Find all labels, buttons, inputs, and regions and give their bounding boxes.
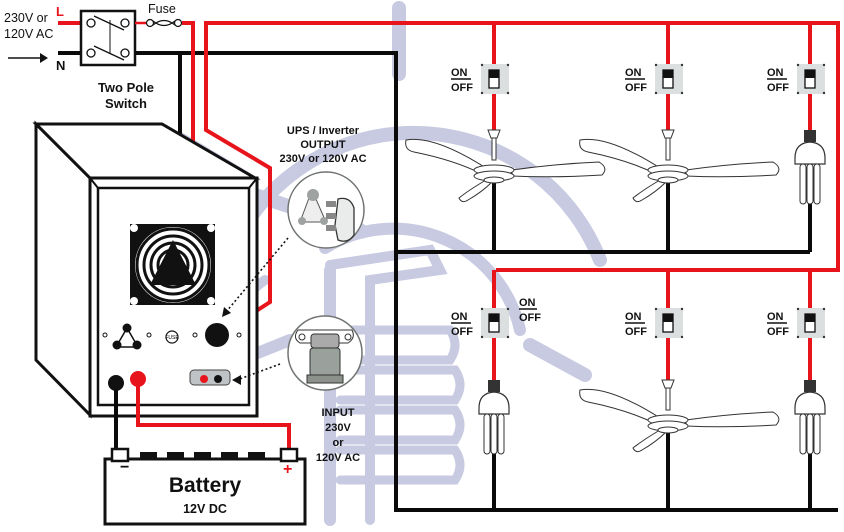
switch-on-label: ON bbox=[451, 67, 468, 79]
ups-input-label-line3: or bbox=[333, 437, 345, 449]
switch-off-label: OFF bbox=[451, 82, 473, 94]
switch-title-line1: Two Pole bbox=[98, 80, 154, 95]
live-label: L bbox=[56, 4, 64, 19]
wall-switch[interactable] bbox=[480, 307, 510, 339]
load-branch-top-2: ON OFF bbox=[579, 23, 780, 252]
stray-on-label: ON bbox=[519, 297, 536, 309]
ups-input-label-line4: 120V AC bbox=[316, 452, 360, 464]
switch-off-label: OFF bbox=[451, 326, 473, 338]
ups-battery-negative-terminal bbox=[108, 375, 124, 391]
ups-input-inlet-callout-icon bbox=[287, 315, 363, 391]
top-row-loads: ON OFF ON OFF ON OFF bbox=[405, 23, 826, 252]
cfl-bulb-icon bbox=[794, 380, 826, 455]
ups-output-plug-callout-icon bbox=[287, 171, 365, 249]
wall-switch[interactable] bbox=[796, 307, 826, 339]
cfl-bulb-icon bbox=[478, 380, 510, 455]
fuse-label: Fuse bbox=[148, 2, 176, 16]
battery bbox=[103, 447, 307, 526]
supply-voltage-line1: 230V or bbox=[4, 11, 48, 25]
switch-on-label: ON bbox=[625, 67, 642, 79]
load-branch-bottom-1: ON OFF bbox=[451, 270, 510, 510]
switch-off-label: OFF bbox=[625, 326, 647, 338]
load-branch-top-1: ON OFF bbox=[405, 23, 606, 252]
callout-pointer-input bbox=[236, 363, 281, 381]
ups-output-terminal bbox=[205, 323, 229, 347]
battery-negative-sign: − bbox=[120, 459, 129, 476]
ups-input-label-line2: 230V bbox=[325, 422, 351, 434]
load-branch-bottom-2: ON OFF bbox=[579, 270, 780, 510]
neutral-bus bbox=[135, 51, 838, 512]
wall-switch[interactable] bbox=[654, 307, 684, 339]
battery-title: Battery bbox=[169, 474, 242, 497]
ups-battery-positive-terminal bbox=[130, 371, 146, 387]
stray-off-label: OFF bbox=[519, 312, 541, 324]
bottom-row-loads: ON OFF ON OFF ON OFF bbox=[451, 270, 826, 510]
ups-input-inlet bbox=[189, 369, 231, 386]
wall-switch[interactable] bbox=[480, 63, 510, 95]
wall-switch[interactable] bbox=[796, 63, 826, 95]
battery-voltage: 12V DC bbox=[183, 502, 227, 516]
switch-on-label: ON bbox=[767, 67, 784, 79]
ups-output-label-line1: UPS / Inverter bbox=[287, 125, 360, 137]
ups-input-label-line1: INPUT bbox=[322, 407, 355, 419]
neutral-label: N bbox=[56, 58, 65, 73]
switch-off-label: OFF bbox=[767, 326, 789, 338]
ups-cooling-fan-icon bbox=[130, 224, 215, 305]
ups-output-label-line3: 230V or 120V AC bbox=[279, 153, 366, 165]
ups-fuse-holder-icon bbox=[165, 330, 179, 344]
switch-on-label: ON bbox=[625, 311, 642, 323]
wall-switch[interactable] bbox=[654, 63, 684, 95]
supply-voltage-line2: 120V AC bbox=[4, 27, 53, 41]
two-pole-switch[interactable] bbox=[79, 9, 137, 67]
ups-fuse-label: FUSE bbox=[165, 335, 179, 341]
switch-off-label: OFF bbox=[625, 82, 647, 94]
fuse-icon[interactable] bbox=[135, 18, 183, 28]
switch-off-label: OFF bbox=[767, 82, 789, 94]
load-branch-top-3: ON OFF bbox=[767, 23, 826, 252]
switch-on-label: ON bbox=[767, 311, 784, 323]
ceiling-fan-icon bbox=[579, 379, 780, 453]
load-branch-bottom-3: ON OFF bbox=[767, 270, 826, 510]
switch-on-label: ON bbox=[451, 311, 468, 323]
ups-output-label-line2: OUTPUT bbox=[300, 139, 346, 151]
ceiling-fan-icon bbox=[405, 129, 606, 203]
ceiling-fan-icon bbox=[579, 129, 780, 203]
ups-output-socket-icon bbox=[102, 323, 152, 350]
cfl-bulb-icon bbox=[794, 130, 826, 205]
battery-positive-sign: + bbox=[283, 461, 292, 478]
supply-arrow-icon bbox=[8, 53, 48, 63]
ups-inverter-unit: FUSE bbox=[32, 120, 261, 419]
switch-title-line2: Switch bbox=[105, 96, 147, 111]
ups-output-live-bus bbox=[204, 21, 840, 339]
